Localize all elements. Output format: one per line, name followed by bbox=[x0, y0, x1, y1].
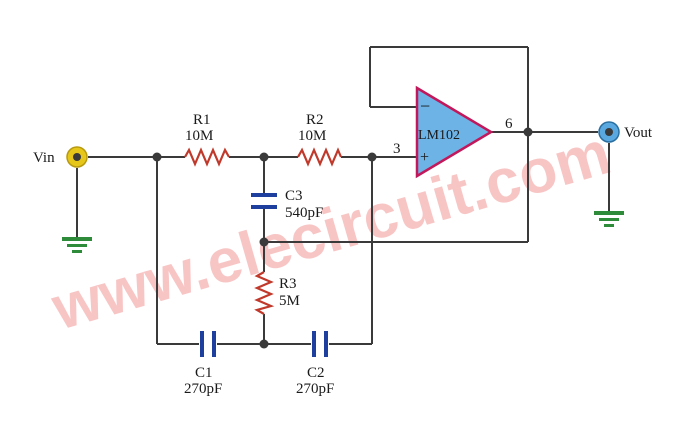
capacitor-c1 bbox=[200, 331, 216, 357]
c1-ref: C1 bbox=[195, 365, 213, 381]
c1-value: 270pF bbox=[184, 381, 222, 397]
junction-dot bbox=[523, 127, 533, 137]
capacitor-c3 bbox=[251, 193, 277, 209]
ground-right-icon bbox=[594, 211, 624, 227]
vout-label: Vout bbox=[624, 125, 653, 141]
r2-ref: R2 bbox=[306, 112, 324, 128]
c2-value: 270pF bbox=[296, 381, 334, 397]
junction-dot bbox=[259, 237, 269, 247]
junction-dot bbox=[152, 152, 162, 162]
r1-value: 10M bbox=[185, 128, 213, 144]
junction-dot bbox=[259, 152, 269, 162]
capacitor-c2 bbox=[312, 331, 328, 357]
c3-ref: C3 bbox=[285, 188, 303, 204]
vin-terminal bbox=[66, 146, 88, 168]
opamp-triangle bbox=[415, 85, 494, 179]
resistor-r2 bbox=[297, 147, 343, 167]
r2-value: 10M bbox=[298, 128, 326, 144]
ground-bar bbox=[604, 224, 614, 227]
c2-ref: C2 bbox=[307, 365, 325, 381]
r3-value: 5M bbox=[279, 293, 300, 309]
vin-label: Vin bbox=[33, 150, 55, 166]
junctions bbox=[152, 127, 533, 349]
opamp-lm102: − + LM102 bbox=[415, 85, 494, 179]
junction-dot bbox=[259, 339, 269, 349]
pin-3-label: 3 bbox=[393, 141, 401, 157]
watermark: www.elecircuit.com bbox=[44, 118, 618, 344]
vout-terminal bbox=[598, 121, 620, 143]
ground-bar bbox=[599, 218, 619, 221]
ground-bar bbox=[62, 237, 92, 241]
c3-value: 540pF bbox=[285, 205, 323, 221]
junction-dot bbox=[367, 152, 377, 162]
resistor-r1 bbox=[184, 147, 230, 167]
ground-left-icon bbox=[62, 237, 92, 253]
vout-terminal-center bbox=[605, 128, 613, 136]
opamp-minus: − bbox=[420, 96, 430, 116]
resistor-r3 bbox=[254, 271, 275, 315]
wires bbox=[76, 46, 610, 345]
opamp-plus: + bbox=[420, 149, 429, 166]
ground-bar bbox=[72, 250, 82, 253]
ground-bar bbox=[594, 211, 624, 215]
r1-ref: R1 bbox=[193, 112, 211, 128]
r3-ref: R3 bbox=[279, 276, 297, 292]
vin-terminal-center bbox=[73, 153, 81, 161]
ground-bar bbox=[67, 244, 87, 247]
pin-6-label: 6 bbox=[505, 116, 513, 132]
opamp-name: LM102 bbox=[418, 128, 460, 143]
